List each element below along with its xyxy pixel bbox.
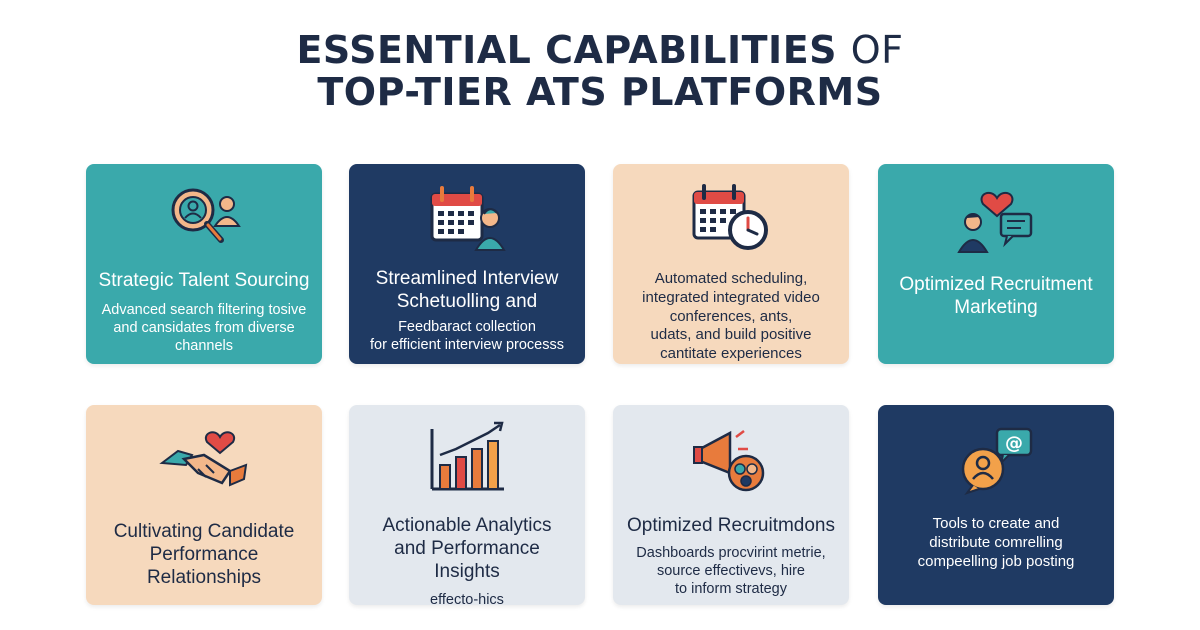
card-description: Automated scheduling, integrated integra…: [642, 270, 820, 362]
card-actionable-analytics: Actionable Analytics and Performance Ins…: [349, 405, 585, 605]
card-title: Optimized Recruitmdons: [626, 515, 836, 536]
card-title: Streamlined Interview Schetuolling and: [375, 268, 559, 312]
card-automated-scheduling: Automated scheduling, integrated integra…: [613, 164, 849, 364]
card-title: Optimized Recruitment Marketing: [899, 274, 1093, 318]
search-person-icon: [159, 178, 249, 258]
title-line-1-main: ESSENTIAL CAPABILITIES: [296, 28, 838, 72]
card-description: Dashboards procvirint metrie, source eff…: [636, 544, 826, 598]
calendar-clock-icon: [686, 178, 776, 258]
card-title: Strategic Talent Sourcing: [98, 270, 310, 291]
card-optimized-recruitment: Optimized Recruitmdons Dashboards procvi…: [613, 405, 849, 605]
card-description: Tools to create and distribute comrellin…: [917, 515, 1075, 570]
svg-text:@: @: [1005, 433, 1023, 454]
card-title: Actionable Analytics and Performance Ins…: [382, 515, 552, 582]
card-strategic-talent-sourcing: Strategic Talent Sourcing Advanced searc…: [86, 164, 322, 364]
calendar-person-icon: [422, 178, 512, 258]
person-chat-at-icon: @: [951, 419, 1041, 499]
card-candidate-relationships: Cultivating Candidate Performance Relati…: [86, 405, 322, 605]
card-interview-scheduling: Streamlined Interview Schetuolling and F…: [349, 164, 585, 364]
title-line-1-tail: OF: [850, 28, 904, 72]
title-line-2: TOP-TIER ATS PLATFORMS: [317, 69, 883, 114]
card-description: Feedbaract collection for efficient inte…: [370, 318, 564, 353]
card-title: Cultivating Candidate Performance Relati…: [113, 521, 295, 588]
person-heart-chat-icon: [951, 178, 1041, 258]
bar-chart-growth-icon: [422, 419, 512, 499]
page-title: ESSENTIAL CAPABILITIES OF TOP-TIER ATS P…: [0, 28, 1200, 114]
card-description: Advanced search filtering tosive and can…: [101, 301, 307, 355]
card-recruitment-marketing: Optimized Recruitment Marketing: [878, 164, 1114, 364]
megaphone-audience-icon: [686, 419, 776, 499]
title-line-1: ESSENTIAL CAPABILITIES OF: [0, 28, 1200, 72]
card-description: effecto-hics inform strategy: [430, 592, 504, 605]
handshake-heart-icon: [154, 419, 254, 499]
card-job-posting-tools: @ Tools to create and distribute comrell…: [878, 405, 1114, 605]
